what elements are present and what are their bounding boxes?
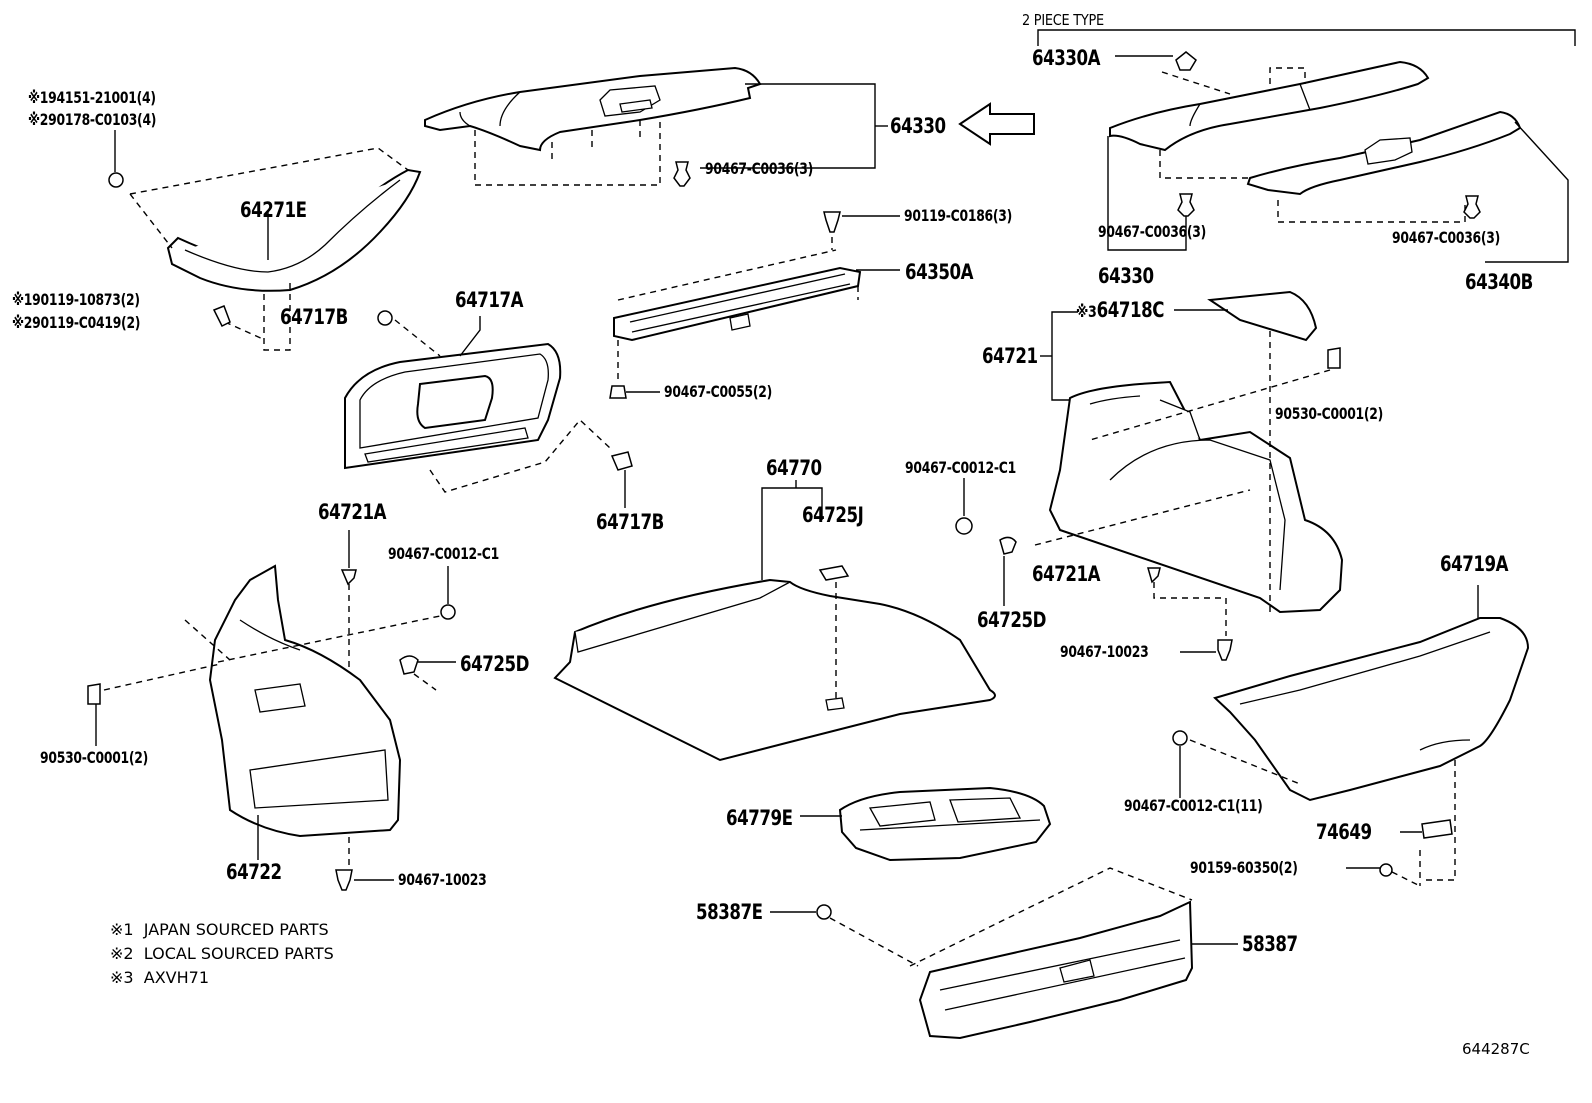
clip-64717b-a <box>377 310 393 326</box>
clip-90467-c0012-11 <box>1172 730 1188 746</box>
clip-90467-c0012-r <box>955 517 973 535</box>
part-64330-tray <box>424 66 762 152</box>
part-64779e <box>838 786 1052 862</box>
label-90530-l[interactable]: 90530-C0001(2) <box>40 748 149 767</box>
label-90467-10023-l[interactable]: 90467-10023 <box>398 870 487 889</box>
note-3: ※3 AXVH71 <box>110 968 210 987</box>
label-90467-c0036-r2[interactable]: 90467-C0036(3) <box>1392 228 1501 247</box>
label-64721a-r[interactable]: 64721A <box>1032 562 1101 586</box>
clip-90530-r <box>1327 347 1341 369</box>
label-64717b-a[interactable]: 64717B <box>280 305 348 329</box>
label-94151[interactable]: ※194151-21001(4) <box>28 88 156 107</box>
clip-90530-l <box>87 683 101 705</box>
clip-90467-r1 <box>1177 193 1195 217</box>
two-piece-type-label: 2 PIECE TYPE <box>1022 11 1104 29</box>
nut-90467-c0055 <box>609 385 627 399</box>
label-64721a-l[interactable]: 64721A <box>318 500 387 524</box>
direction-arrow <box>958 102 1035 146</box>
clip-90467-r2 <box>1463 195 1481 219</box>
label-64350a[interactable]: 64350A <box>905 260 974 284</box>
clip-64721a-r <box>1147 567 1161 584</box>
label-64718c[interactable]: ※364718C <box>1076 298 1165 322</box>
label-64330-main[interactable]: 64330 <box>890 114 946 138</box>
part-64770 <box>553 578 996 762</box>
clip-64721a-l <box>340 569 357 586</box>
label-90119-10873[interactable]: ※190119-10873(2) <box>12 290 140 309</box>
label-90530-r[interactable]: 90530-C0001(2) <box>1275 404 1384 423</box>
label-90159[interactable]: 90159-60350(2) <box>1190 858 1298 877</box>
note-1: ※1 JAPAN SOURCED PARTS <box>110 920 329 939</box>
label-90467-c0012-11[interactable]: 90467-C0012-C1(11) <box>1124 796 1263 815</box>
part-64330-right <box>1109 60 1430 152</box>
label-90467-c0012-r[interactable]: 90467-C0012-C1 <box>905 458 1016 477</box>
clip-64330a <box>1175 51 1197 71</box>
clip-90467-c0036-top <box>673 161 691 187</box>
part-64717a <box>344 342 562 470</box>
label-64340b[interactable]: 64340B <box>1465 270 1533 294</box>
note-2: ※2 LOCAL SOURCED PARTS <box>110 944 334 963</box>
label-64779e[interactable]: 64779E <box>726 806 793 830</box>
part-64350a <box>613 266 862 342</box>
clip-58387e <box>816 904 832 920</box>
part-64271e <box>166 168 422 292</box>
label-64717a[interactable]: 64717A <box>455 288 524 312</box>
label-64330a[interactable]: 64330A <box>1032 46 1101 70</box>
label-64717b-b[interactable]: 64717B <box>596 510 664 534</box>
clip-90467-10023-l <box>335 869 353 891</box>
label-90467-c0036-top[interactable]: 90467-C0036(3) <box>705 159 814 178</box>
label-64271e[interactable]: 64271E <box>240 198 307 222</box>
part-64340b <box>1246 110 1522 196</box>
part-58387 <box>918 900 1194 1040</box>
label-90467-c0012-l[interactable]: 90467-C0012-C1 <box>388 544 499 563</box>
label-74649[interactable]: 74649 <box>1316 820 1372 844</box>
bolt-90159 <box>1379 863 1393 877</box>
label-90467-10023-r[interactable]: 90467-10023 <box>1060 642 1149 661</box>
label-64722[interactable]: 64722 <box>226 860 282 884</box>
part-64725j <box>818 565 850 581</box>
part-64722 <box>208 564 402 838</box>
label-90467-c0036-r1[interactable]: 90467-C0036(3) <box>1098 222 1207 241</box>
label-90119-c0186[interactable]: 90119-C0186(3) <box>904 206 1013 225</box>
bolt-90119-c0186 <box>823 211 841 233</box>
label-90119-c0419[interactable]: ※290119-C0419(2) <box>12 313 141 332</box>
label-64330-right[interactable]: 64330 <box>1098 264 1154 288</box>
label-58387[interactable]: 58387 <box>1242 932 1298 956</box>
part-64721 <box>1048 380 1344 614</box>
clip-64717b-b <box>610 451 633 471</box>
clip-90467-10023-r <box>1217 639 1233 661</box>
two-piece-bracket <box>1037 29 1576 46</box>
part-64725d-l <box>399 655 419 675</box>
label-64725j[interactable]: 64725J <box>802 503 864 527</box>
label-64725d-r[interactable]: 64725D <box>977 608 1047 632</box>
label-64719a[interactable]: 64719A <box>1440 552 1509 576</box>
label-64725d-l[interactable]: 64725D <box>460 652 530 676</box>
bolt-90119-10873 <box>212 305 231 328</box>
part-64725d-r <box>999 536 1017 555</box>
label-64770[interactable]: 64770 <box>766 456 822 480</box>
clip-94151 <box>108 172 124 188</box>
clip-90467-c0012-l <box>440 604 456 620</box>
label-90178[interactable]: ※290178-C0103(4) <box>28 110 157 129</box>
label-64721[interactable]: 64721 <box>982 344 1038 368</box>
part-64718c <box>1207 290 1318 342</box>
label-58387e[interactable]: 58387E <box>696 900 763 924</box>
part-64719a <box>1213 617 1530 802</box>
part-74649 <box>1421 819 1453 839</box>
diagram-code: 644287C <box>1462 1040 1530 1058</box>
label-90467-c0055[interactable]: 90467-C0055(2) <box>664 382 773 401</box>
